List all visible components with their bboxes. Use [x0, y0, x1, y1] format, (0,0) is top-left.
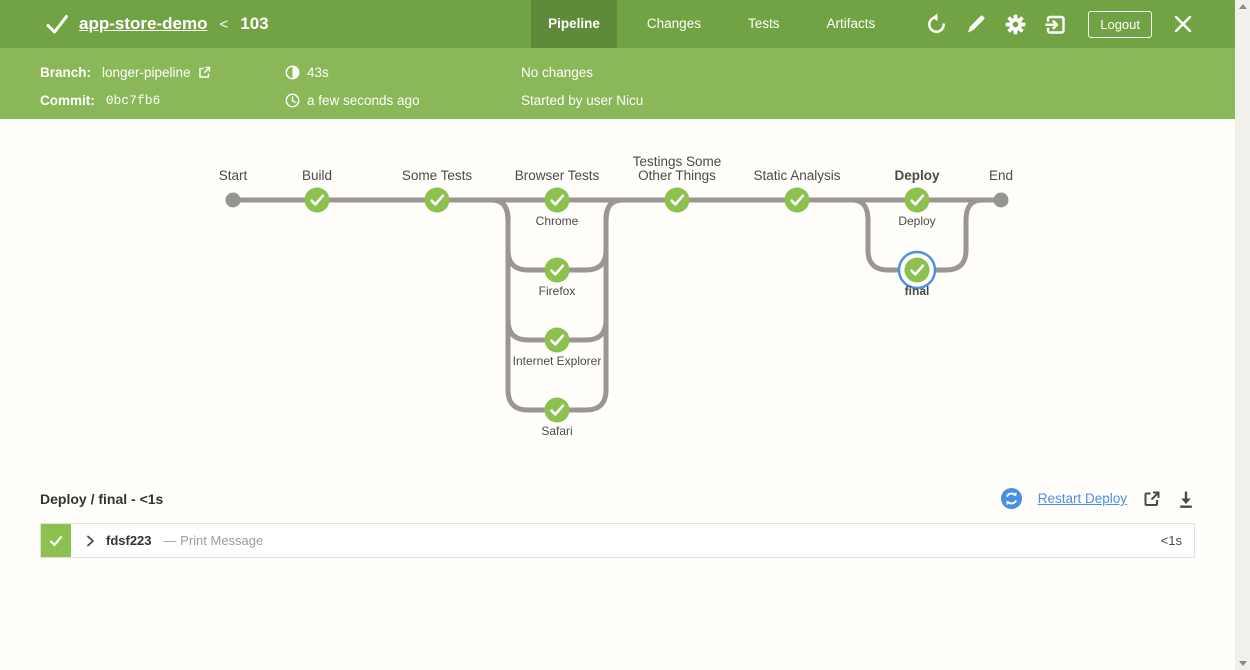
info-timing: 43s a few seconds ago [285, 61, 521, 119]
run-separator: < [219, 16, 228, 33]
info-changes: No changes Started by user Nicu [521, 61, 643, 119]
graph-label-testings-some-other-things-1: Testings Some [633, 154, 722, 169]
restart-deploy-link[interactable]: Restart Deploy [1038, 491, 1127, 506]
edit-pencil-icon[interactable] [965, 13, 987, 35]
stage-detail-actions: Restart Deploy [1000, 487, 1195, 510]
commit-value: 0bc7fb6 [106, 93, 161, 108]
graph-label-some-tests: Some Tests [402, 168, 473, 183]
run-header: app-store-demo < 103 Pipeline Changes Te… [0, 0, 1250, 119]
settings-gear-icon[interactable] [1004, 13, 1027, 36]
info-branch-commit: Branch: longer-pipeline Commit: 0bc7fb6 [40, 61, 285, 119]
vertical-scrollbar[interactable] [1235, 0, 1250, 670]
graph-node-internet-explorer[interactable] [545, 328, 570, 353]
graph-branch-label-firefox: Firefox [539, 284, 576, 298]
graph-label-start: Start [219, 168, 248, 183]
go-to-classic-icon[interactable] [1044, 13, 1067, 36]
graph-label-browser-tests: Browser Tests [515, 168, 600, 183]
changes-text: No changes [521, 65, 593, 80]
graph-label-deploy: Deploy [894, 168, 940, 183]
graph-node-some-tests[interactable] [425, 188, 450, 213]
logout-button[interactable]: Logout [1088, 11, 1152, 38]
step-id: fdsf223 [106, 533, 152, 548]
tab-artifacts[interactable]: Artifacts [809, 0, 892, 48]
clock-icon [285, 93, 300, 108]
graph-node-chrome[interactable] [545, 188, 570, 213]
run-title-area: app-store-demo < 103 [45, 12, 269, 36]
tab-changes[interactable]: Changes [630, 0, 718, 48]
graph-label-static-analysis: Static Analysis [753, 168, 840, 183]
stage-detail-section: Deploy / final - <1s Restart Deploy [40, 487, 1195, 558]
open-external-icon[interactable] [1142, 489, 1162, 509]
branch-label: Branch: [40, 65, 91, 80]
pipeline-graph: Start Build Some Tests Browser TestsChromeF… [0, 119, 1250, 459]
graph-label-end: End [989, 168, 1013, 183]
graph-node-testings-some-other-things[interactable] [665, 188, 690, 213]
topbar: app-store-demo < 103 Pipeline Changes Te… [0, 0, 1235, 48]
run-infobar: Branch: longer-pipeline Commit: 0bc7fb6 [0, 48, 1235, 119]
graph-branch-line-safari [485, 200, 629, 410]
graph-node-firefox[interactable] [545, 258, 570, 283]
commit-label: Commit: [40, 93, 95, 108]
step-expand-chevron-icon[interactable] [85, 535, 96, 547]
branch-value: longer-pipeline [102, 65, 191, 80]
step-row[interactable]: fdsf223 — Print Message <1s [40, 523, 1195, 558]
scroll-up-arrow-icon[interactable] [1239, 4, 1247, 9]
status-check-icon [45, 12, 69, 36]
graph-label-build: Build [302, 168, 332, 183]
graph-terminal-start [226, 193, 241, 208]
graph-branch-label-final: final [905, 284, 930, 298]
graph-branch-label-deploy: Deploy [898, 214, 935, 228]
graph-node-safari[interactable] [545, 398, 570, 423]
step-status-success [41, 524, 71, 557]
graph-branch-label-safari: Safari [541, 424, 572, 438]
graph-node-static-analysis[interactable] [785, 188, 810, 213]
pipeline-name-link[interactable]: app-store-demo [79, 14, 207, 34]
step-description: — Print Message [164, 533, 264, 548]
graph-label-testings-some-other-things-2: Other Things [638, 168, 716, 183]
graph-node-build[interactable] [305, 188, 330, 213]
stage-detail-header: Deploy / final - <1s Restart Deploy [40, 487, 1195, 510]
started-ago-value: a few seconds ago [307, 93, 420, 108]
started-by-text: Started by user Nicu [521, 93, 643, 108]
restart-stage-icon[interactable] [1000, 487, 1023, 510]
tab-tests[interactable]: Tests [731, 0, 797, 48]
graph-node-final[interactable] [899, 252, 935, 288]
close-icon[interactable] [1173, 14, 1193, 34]
topbar-actions: Logout [925, 11, 1193, 38]
tab-pipeline[interactable]: Pipeline [531, 0, 617, 48]
graph-node-deploy[interactable] [905, 188, 930, 213]
rerun-icon[interactable] [925, 13, 948, 36]
branch-external-link-icon[interactable] [198, 66, 211, 79]
duration-icon [285, 65, 300, 80]
run-number: 103 [240, 14, 268, 34]
graph-branch-label-chrome: Chrome [536, 214, 579, 228]
download-log-icon[interactable] [1177, 489, 1195, 509]
graph-terminal-end [994, 193, 1009, 208]
scroll-down-arrow-icon[interactable] [1239, 661, 1247, 666]
graph-branch-label-internet-explorer: Internet Explorer [513, 354, 602, 368]
duration-value: 43s [307, 65, 329, 80]
run-tabs: Pipeline Changes Tests Artifacts [531, 0, 905, 48]
step-duration: <1s [1161, 533, 1182, 548]
stage-detail-title: Deploy / final - <1s [40, 491, 163, 507]
